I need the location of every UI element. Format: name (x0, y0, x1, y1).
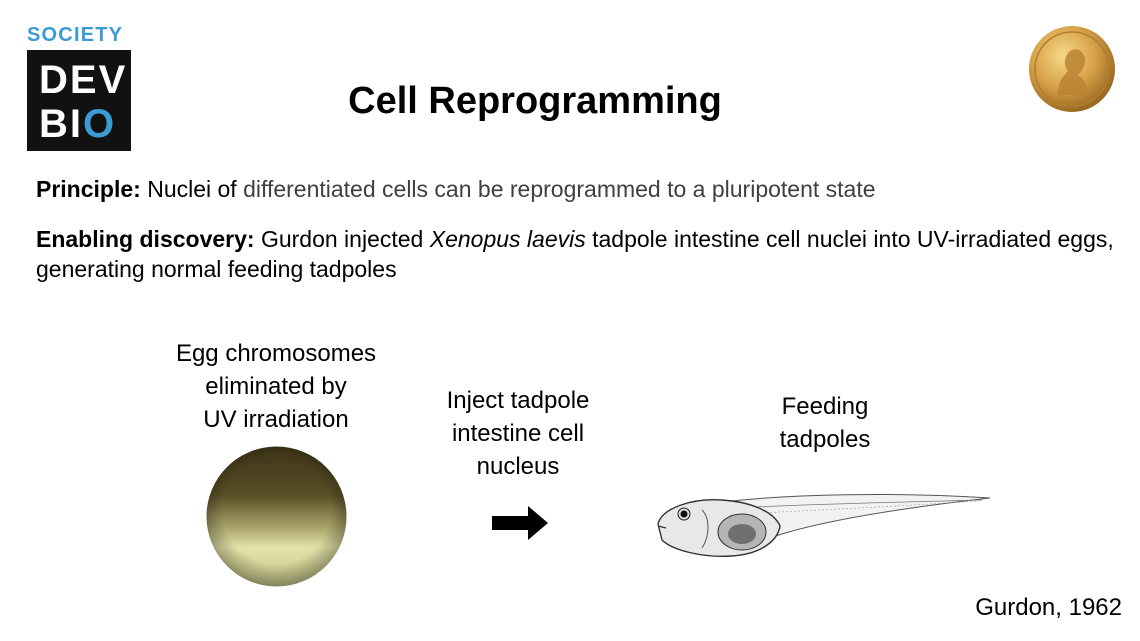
enabling-text-before: Gurdon injected (254, 226, 430, 252)
egg-caption-line: UV irradiation (203, 406, 349, 433)
logo-bio-text: BIO (39, 104, 116, 144)
nobel-medal-icon (1029, 26, 1115, 112)
slide-title: Cell Reprogramming (348, 80, 722, 122)
society-logo-text: SOCIETY (27, 24, 124, 46)
egg-image (206, 446, 347, 587)
inject-caption: Inject tadpole intestine cell nucleus (420, 384, 616, 483)
devbio-logo: DEV BIO (27, 50, 131, 151)
inject-caption-line: nucleus (476, 453, 560, 480)
citation: Gurdon, 1962 (975, 594, 1122, 621)
enabling-paragraph: Enabling discovery: Gurdon injected Xeno… (36, 224, 1116, 284)
egg-caption-line: eliminated by (205, 373, 347, 400)
inject-caption-line: intestine cell (451, 420, 585, 447)
principle-label: Principle: (36, 176, 141, 202)
logo-o-text: O (83, 102, 117, 146)
feeding-caption-line: tadpoles (779, 426, 871, 453)
logo-bi-text: BI (39, 102, 83, 146)
right-arrow-icon (492, 506, 548, 540)
principle-text-a: Nuclei of (140, 176, 244, 202)
inject-caption-line: Inject tadpole (446, 387, 590, 414)
enabling-label: Enabling discovery: (36, 226, 255, 252)
feeding-caption-line: Feeding (781, 393, 869, 420)
principle-paragraph: Principle: Nuclei of differentiated cell… (36, 174, 1116, 204)
logo-dev-text: DEV (39, 58, 128, 102)
principle-text-b: differentiated cells can be reprogrammed… (243, 176, 876, 202)
egg-caption-line: Egg chromosomes (175, 340, 377, 367)
egg-caption: Egg chromosomes eliminated by UV irradia… (150, 337, 402, 436)
enabling-text-after: tadpole intestine cell nuclei into UV-ir… (36, 226, 1114, 282)
tadpole-illustration (657, 494, 991, 558)
feeding-caption: Feeding tadpoles (735, 390, 915, 456)
species-name: Xenopus laevis (429, 226, 586, 252)
